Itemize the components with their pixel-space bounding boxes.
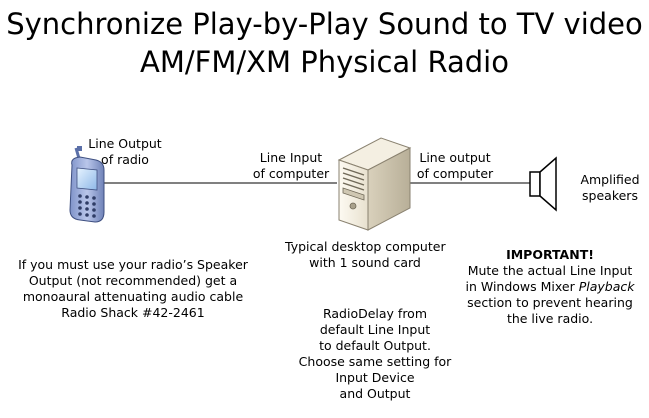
speakers-label-line-2: speakers — [582, 188, 638, 203]
computer-caption: Typical desktop computer with 1 sound ca… — [285, 239, 446, 271]
speakers-label-line-1: Amplified — [580, 172, 640, 187]
speaker-output-note: If you must use your radio’s Speaker Out… — [0, 257, 266, 321]
line-output-label-line-2: of computer — [416, 166, 494, 181]
line-input-label: Line Input of computer — [246, 150, 336, 182]
title-line-2: AM/FM/XM Physical Radio — [140, 45, 509, 79]
important-note-line-3: section to prevent hearing — [467, 295, 633, 310]
radio-label-line-2: of radio — [101, 152, 149, 167]
important-note-line-2-emphasis: Playback — [578, 279, 635, 294]
speaker-note-line-4: Radio Shack #42-2461 — [61, 305, 205, 320]
radiodelay-note-line-5: Input Device — [335, 370, 415, 385]
line-input-label-line-1: Line Input — [259, 150, 323, 165]
important-note: IMPORTANT! Mute the actual Line Input in… — [455, 247, 645, 327]
important-heading: IMPORTANT! — [506, 247, 594, 262]
speakers-label: Amplified speakers — [572, 172, 648, 204]
radio-label: Line Output of radio — [80, 136, 170, 168]
radio-label-line-1: Line Output — [88, 136, 162, 151]
line-output-label-line-1: Line output — [419, 150, 491, 165]
radiodelay-note-line-6: and Output — [339, 386, 411, 401]
important-note-line-1: Mute the actual Line Input — [467, 263, 633, 278]
radiodelay-note-line-3: to default Output. — [319, 338, 431, 353]
speaker-note-line-3: monoaural attenuating audio cable — [22, 289, 244, 304]
line-output-label: Line output of computer — [410, 150, 500, 182]
desktop-tower-icon — [337, 137, 412, 231]
computer-caption-line-1: Typical desktop computer — [285, 239, 446, 254]
radiodelay-note-line-2: default Line Input — [319, 322, 431, 337]
important-note-line-2: in Windows Mixer Playback — [455, 279, 645, 295]
radiodelay-note: RadioDelay from default Line Input to de… — [290, 306, 460, 402]
title-line-1: Synchronize Play-by-Play Sound to TV vid… — [6, 7, 643, 41]
radiodelay-note-line-4: Choose same setting for — [298, 354, 452, 369]
computer-caption-line-2: with 1 sound card — [309, 255, 421, 270]
cell-phone-icon — [69, 146, 105, 223]
radiodelay-note-line-1: RadioDelay from — [322, 306, 428, 321]
speaker-icon — [529, 156, 557, 212]
important-note-line-4: the live radio. — [506, 311, 594, 326]
speaker-note-line-1: If you must use your radio’s Speaker — [18, 257, 248, 272]
important-note-line-2-prefix: in Windows Mixer — [465, 279, 579, 294]
line-input-label-line-2: of computer — [252, 166, 330, 181]
speaker-note-line-2: Output (not recommended) get a — [28, 273, 238, 288]
